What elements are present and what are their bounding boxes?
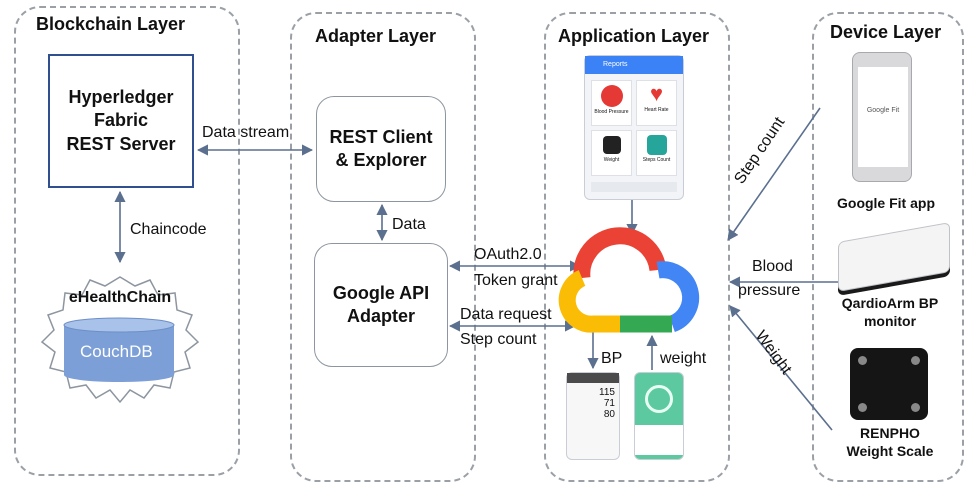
app-tile-label: Blood Pressure — [594, 109, 629, 115]
diagram-graphics — [40, 78, 901, 431]
renpho-label-line-1: RENPHO — [860, 425, 920, 441]
app-tile-label: Weight — [603, 157, 620, 163]
ehealthchain-label: eHealthChain — [68, 289, 172, 306]
google-api-line-2: Adapter — [346, 306, 415, 326]
step-count-label: Step count — [460, 331, 537, 348]
hyperledger-line-1: Hyperledger — [68, 86, 174, 107]
bp-reading: 80 — [603, 409, 615, 420]
app-reports-screenshot: Reports Blood Pressure ♥ Heart Rate Weig… — [584, 55, 684, 200]
blockchain-layer-title: Blockchain Layer — [36, 14, 186, 34]
bp-reading: 115 — [599, 387, 615, 398]
rest-client-line-1: REST Client — [329, 126, 433, 147]
google-fit-logo-text: Google Fit — [866, 107, 900, 114]
token-grant-label: Token grant — [474, 272, 558, 289]
app-header-title: Reports — [603, 61, 628, 68]
google-cloud-logo — [558, 227, 700, 333]
adapter-layer-title: Adapter Layer — [315, 26, 437, 46]
app-tile-label: Steps Count — [642, 157, 671, 163]
qardioarm-label: QardioArm BP monitor — [820, 294, 960, 330]
renpho-scale — [850, 348, 928, 420]
hyperledger-fabric-box: Hyperledger Fabric REST Server — [48, 54, 194, 188]
app-tile: Steps Count — [636, 130, 677, 176]
blood-pressure-label-line-2: pressure — [738, 282, 801, 299]
app-tile: Blood Pressure — [591, 80, 632, 126]
device-layer-title: Device Layer — [830, 22, 942, 42]
qardioarm-label-line-1: QardioArm BP — [841, 295, 939, 311]
data-label: Data — [392, 216, 426, 233]
data-request-label: Data request — [460, 306, 552, 323]
couchdb-label: CouchDB — [80, 342, 153, 361]
blood-pressure-label-line-1: Blood — [752, 258, 793, 275]
application-layer-title: Application Layer — [558, 26, 710, 46]
bp-app-screenshot: 115 71 80 — [566, 372, 620, 460]
steps-icon — [646, 135, 667, 155]
bp-label: BP — [601, 350, 623, 367]
heart-icon: ♥ — [649, 81, 664, 106]
rest-client-line-2: & Explorer — [335, 150, 427, 170]
blood-pressure-icon — [600, 85, 623, 107]
google-fit-app-label: Google Fit app — [837, 195, 935, 211]
weight-label: weight — [660, 350, 707, 367]
renpho-label: RENPHO Weight Scale — [830, 424, 950, 460]
hyperledger-line-2: Fabric — [93, 110, 149, 131]
oauth-label: OAuth2.0 — [474, 246, 542, 263]
weight-gauge-icon — [645, 385, 673, 413]
app-tile: ♥ Heart Rate — [636, 80, 677, 126]
couchdb-cylinder — [63, 317, 175, 382]
google-fit-phone: Google Fit — [852, 52, 912, 182]
data-stream-label: Data stream — [202, 124, 290, 141]
bp-reading: 71 — [603, 398, 615, 409]
chaincode-label: Chaincode — [130, 221, 207, 238]
renpho-label-line-2: Weight Scale — [846, 443, 934, 460]
app-tile: Weight — [591, 130, 632, 176]
google-api-adapter-box: Google API Adapter — [314, 243, 448, 367]
app-tile-label: Heart Rate — [644, 107, 669, 113]
qardioarm-label-line-2: monitor — [863, 313, 917, 330]
scale-icon — [602, 136, 621, 154]
hyperledger-line-3: REST Server — [66, 133, 176, 154]
app-header-bar: Reports — [585, 56, 683, 74]
rest-client-explorer-box: REST Client & Explorer — [316, 96, 446, 202]
weight-app-screenshot — [634, 372, 684, 460]
google-api-line-1: Google API — [332, 282, 430, 303]
